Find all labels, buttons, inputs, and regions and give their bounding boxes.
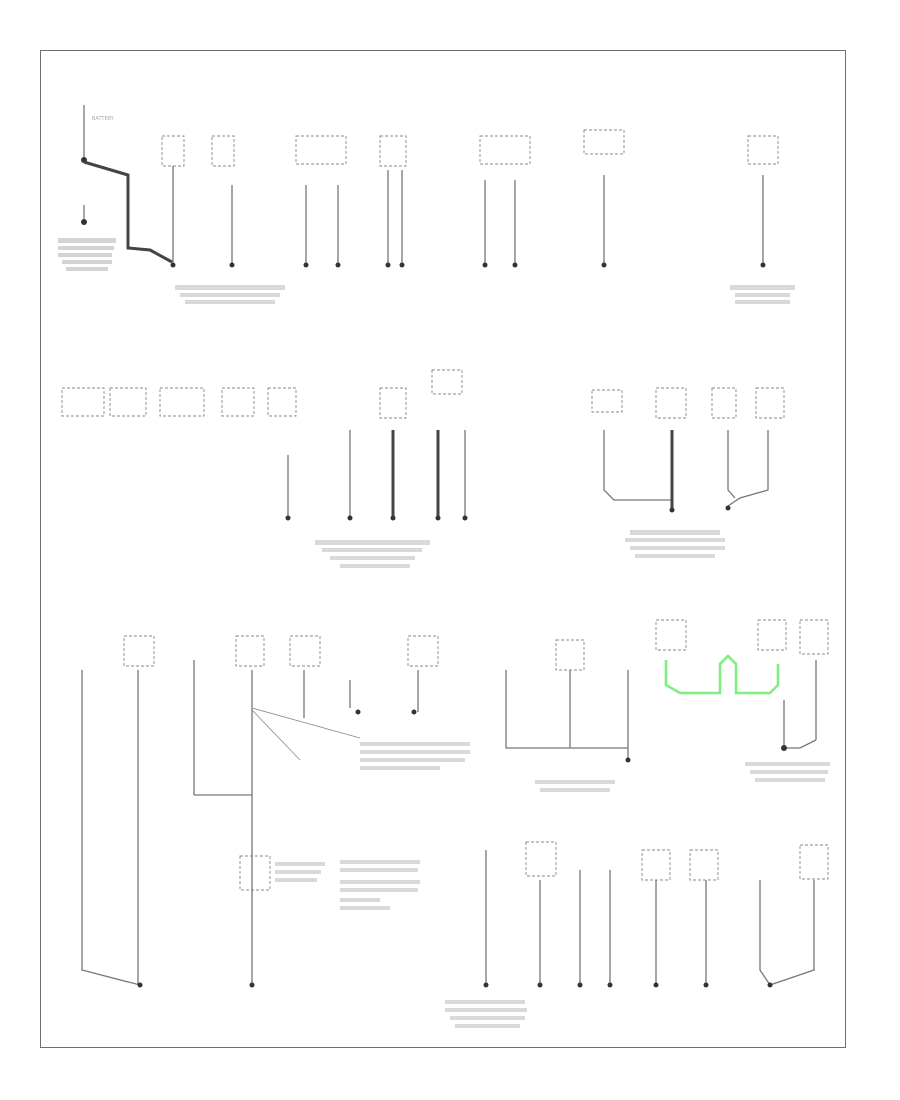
battery-label: BATTERY [92,116,115,122]
row3-right-components [655,619,830,782]
highlighted-ground-wire [664,654,780,695]
ground-point [81,219,87,225]
battery-ground-circuit: BATTERY [58,105,173,271]
row4-components [445,841,829,1028]
diagram-frame [40,50,846,1048]
row2-right-components [591,387,785,558]
row2-components [61,369,468,568]
row3-middle-components [349,635,631,792]
row1-components [161,129,795,304]
row3-left-components [81,635,420,988]
